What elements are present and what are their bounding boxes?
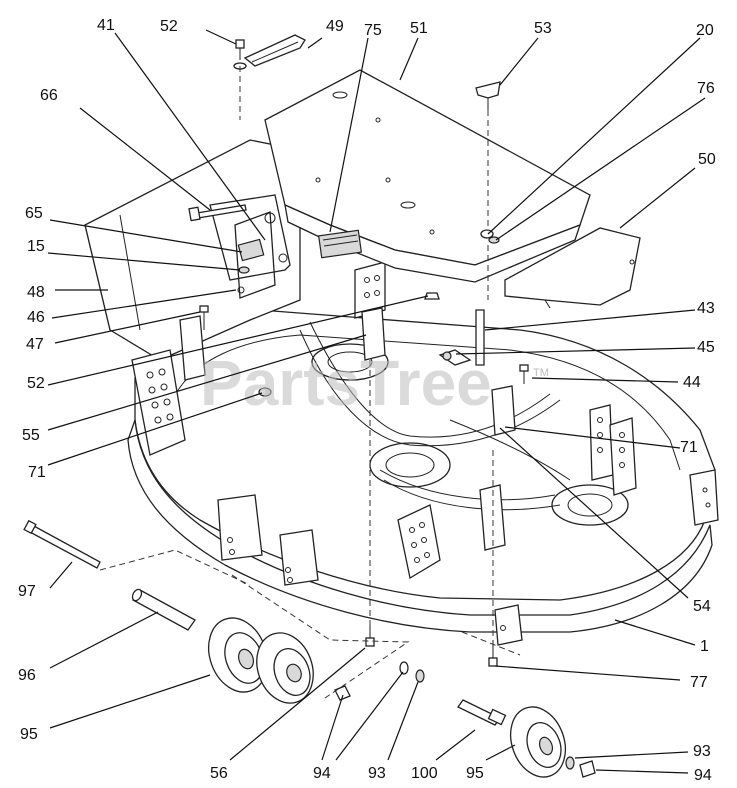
watermark-text: PartsTree [200,347,492,419]
callout-100: 100 [411,765,438,782]
right-side-cover [504,227,641,309]
callout-97: 97 [18,583,36,600]
leader-lines [47,29,706,774]
wheel-left-2 [256,632,314,704]
hardware-items [199,34,529,667]
front-roller-plates [217,484,523,646]
callout-52: 52 [160,18,178,35]
watermark-tm: TM [533,367,549,379]
height-adjust-brackets [179,307,516,436]
wheel-left-1 [208,617,268,693]
callout-15: 15 [27,238,45,255]
callout-50: 50 [698,151,716,168]
callout-1: 1 [700,638,709,655]
callout-71b: 71 [680,439,698,456]
callout-93b: 93 [368,765,386,782]
callout-51: 51 [410,20,428,37]
callout-77: 77 [690,674,708,691]
callout-71a: 71 [28,464,46,481]
callout-44: 44 [683,374,701,391]
callout-45: 45 [697,339,715,356]
callout-48: 48 [27,284,45,301]
mower-deck-housing [127,309,716,633]
callout-20: 20 [696,22,714,39]
callout-75: 75 [364,22,382,39]
callout-95b: 95 [466,765,484,782]
callout-49: 49 [326,18,344,35]
callout-56: 56 [210,765,228,782]
wheel-right [509,706,567,778]
right-guard-plates [589,404,719,526]
callout-95a: 95 [20,726,38,743]
callout-94b: 94 [694,767,712,784]
watermark: PartsTree TM [200,347,549,419]
latch-bracket-assembly [209,194,291,299]
callout-labels: 41 52 49 75 51 53 20 66 76 50 65 15 48 4… [18,17,716,784]
assembly-lines [99,66,521,701]
top-deck-shield [264,69,591,283]
callout-76: 76 [697,80,715,97]
callout-43: 43 [697,300,715,317]
callout-96: 96 [18,667,36,684]
wheel-hardware [334,661,596,778]
callout-93a: 93 [693,743,711,760]
callout-65: 65 [25,205,43,222]
decal-plate [317,229,363,259]
callout-47: 47 [26,336,44,353]
axle-and-spacer [23,519,196,631]
callout-53: 53 [534,20,552,37]
callout-55: 55 [22,427,40,444]
callout-41: 41 [97,17,115,34]
callout-94a: 94 [313,765,331,782]
callout-46: 46 [27,309,45,326]
pivot-bolt [188,204,247,222]
callout-66: 66 [40,87,58,104]
callout-52b: 52 [27,375,45,392]
callout-54: 54 [693,598,711,615]
